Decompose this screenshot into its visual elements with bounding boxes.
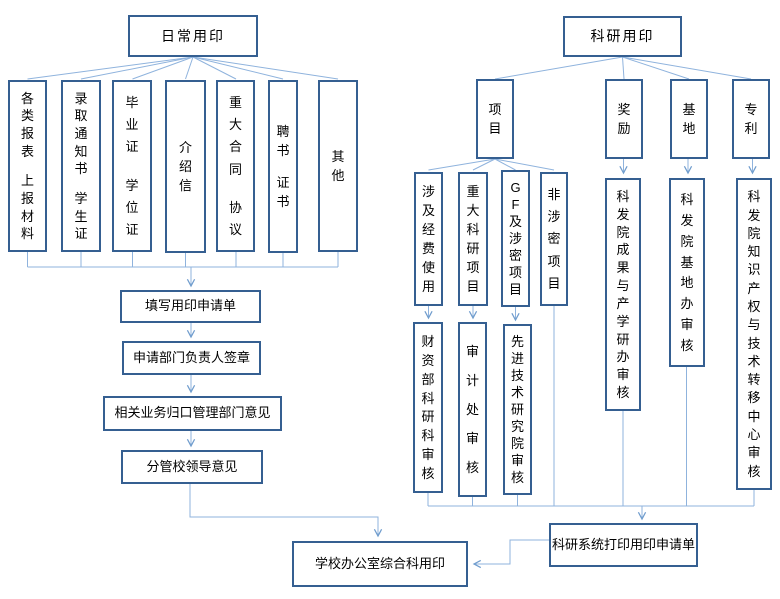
review-achievement-office: 科发院成果与产学研办审核: [605, 178, 641, 411]
research-step-print-form: 科研系统打印用印申请单: [549, 523, 698, 567]
daily-category-admission: 录取通知书学生证: [61, 80, 101, 252]
research-category-base: 基地: [670, 79, 708, 159]
research-category-project: 项目: [476, 79, 514, 159]
daily-category-letter: 介绍信: [165, 80, 206, 253]
daily-category-reports: 各类报表上报材料: [8, 80, 47, 252]
review-advanced-tech-institute: 先进技术研究院审核: [503, 324, 532, 495]
daily-category-contract: 重大合同协议: [216, 80, 255, 252]
project-subtype-non-classified: 非涉密项目: [540, 172, 568, 306]
review-finance-dept: 财资部科研科审核: [413, 322, 443, 493]
daily-category-other: 其他: [318, 80, 358, 252]
daily-category-certificate: 聘书证书: [268, 80, 298, 253]
research-category-patent: 专利: [732, 79, 770, 159]
project-subtype-funding: 涉及经费使用: [414, 172, 443, 306]
daily-seal-title: 日常用印: [128, 15, 258, 57]
daily-step-fill-form: 填写用印申请单: [120, 290, 261, 323]
review-base-office: 科发院基地办审核: [669, 178, 705, 367]
daily-step-dept-head-sign: 申请部门负责人签章: [122, 341, 261, 375]
wire-group: [27, 56, 757, 569]
final-step-office-seal: 学校办公室综合科用印: [292, 541, 468, 587]
project-subtype-major: 重大科研项目: [458, 172, 488, 306]
research-seal-title: 科研用印: [563, 16, 682, 57]
daily-step-school-leader-opinion: 分管校领导意见: [121, 450, 263, 484]
review-ip-tech-transfer-center: 科发院知识产权与技术转移中心审核: [736, 178, 772, 490]
daily-category-diploma: 毕业证学位证: [112, 80, 152, 252]
daily-step-management-dept-opinion: 相关业务归口管理部门意见: [103, 396, 282, 431]
review-audit-office: 审计处审核: [458, 322, 487, 497]
research-category-award: 奖励: [605, 79, 643, 159]
